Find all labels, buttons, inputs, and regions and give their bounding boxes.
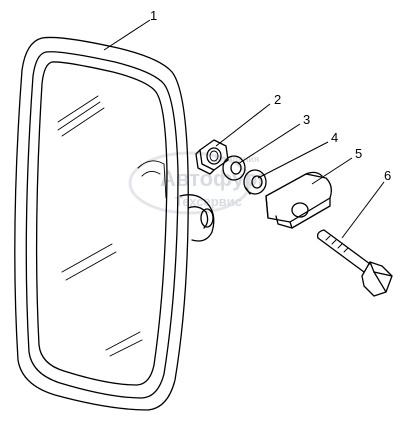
callouts: 1 2 3 4 5 6 (150, 8, 391, 183)
leader-1 (103, 19, 151, 51)
leader-lines (103, 19, 385, 239)
leader-2 (215, 103, 271, 147)
callout-2: 2 (274, 92, 281, 107)
callout-4: 4 (331, 130, 338, 145)
watermark-line3: Техсервис (175, 194, 242, 209)
mirror (14, 36, 215, 411)
watermark: Компания Автофург Техсервис (128, 151, 267, 215)
watermark-line1: Компания (215, 154, 259, 164)
callout-3: 3 (303, 112, 310, 127)
clamp (265, 171, 332, 229)
bolt (316, 229, 393, 297)
leader-3 (237, 123, 301, 165)
leader-4 (257, 141, 329, 179)
spring-washer (243, 169, 267, 195)
leader-6 (341, 181, 385, 239)
callout-1: 1 (150, 8, 157, 23)
callout-6: 6 (384, 168, 391, 183)
washer (222, 155, 246, 181)
leader-5 (311, 157, 353, 185)
nut (195, 139, 229, 175)
callout-5: 5 (355, 146, 362, 161)
